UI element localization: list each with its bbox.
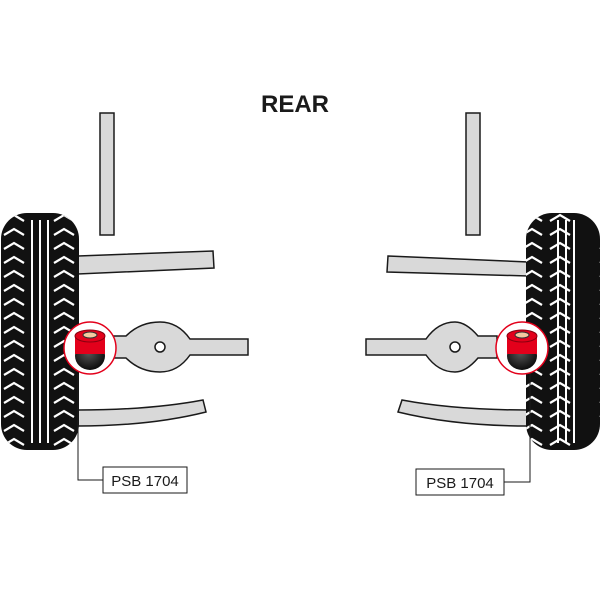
- left-lower-arm: [77, 399, 207, 427]
- right-assembly: PSB 1704: [365, 112, 600, 496]
- right-bushing-icon: [506, 329, 538, 370]
- right-part-number: PSB 1704: [426, 475, 494, 492]
- diagram-title: REAR: [261, 91, 329, 118]
- left-part-number: PSB 1704: [111, 473, 179, 490]
- right-strut: [465, 112, 481, 236]
- left-upper-link: [77, 250, 215, 275]
- left-part-label: PSB 1704: [102, 466, 188, 494]
- left-leader-line: [77, 374, 103, 481]
- left-tire: [1, 213, 79, 450]
- left-bushing-icon: [74, 329, 106, 370]
- right-pivot-hole: [449, 341, 461, 353]
- left-control-arm: [107, 321, 249, 373]
- right-lower-arm: [397, 399, 529, 427]
- right-bushing-callout: [495, 321, 549, 375]
- left-strut: [99, 112, 115, 236]
- right-leader-line: [504, 374, 531, 483]
- right-tire: [526, 213, 600, 450]
- right-control-arm: [365, 321, 498, 373]
- left-bushing-callout: [63, 321, 117, 375]
- left-pivot-hole: [154, 341, 166, 353]
- right-upper-link: [386, 255, 529, 277]
- right-part-label: PSB 1704: [415, 468, 505, 496]
- left-assembly: PSB 1704: [1, 112, 249, 494]
